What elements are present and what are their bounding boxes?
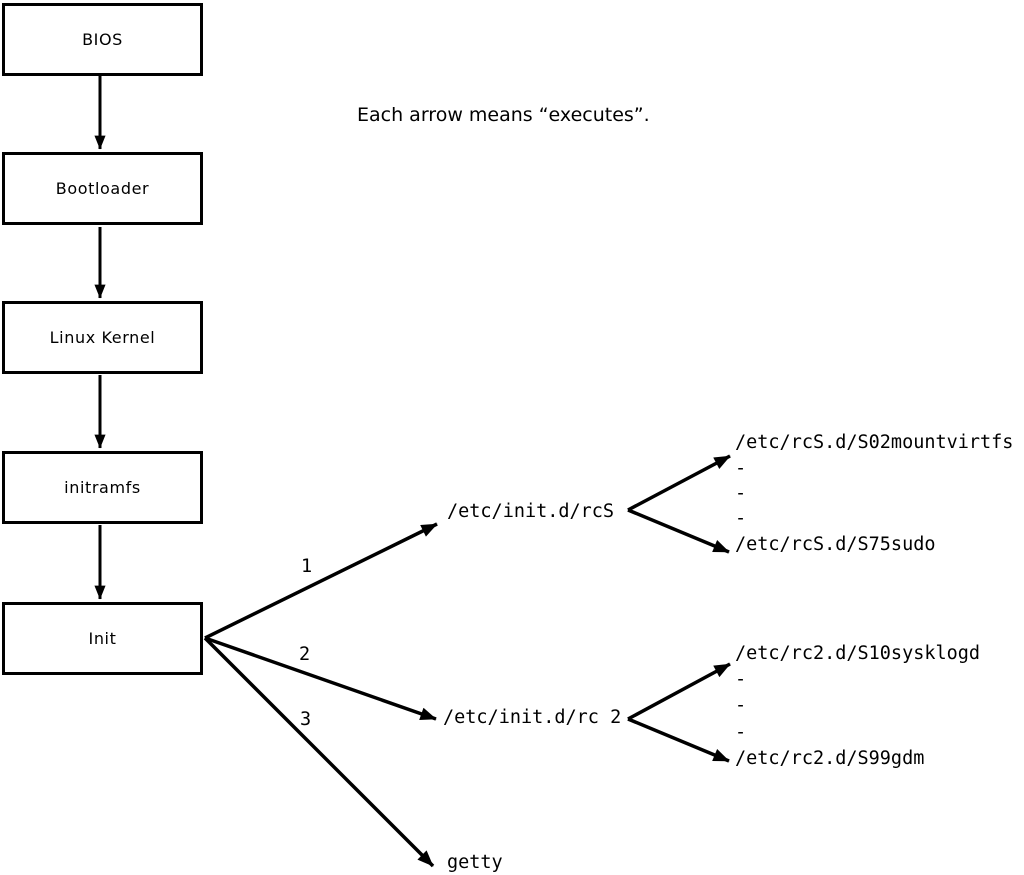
target-rc2: /etc/init.d/rc 2 [443,707,622,728]
rcs-script-item: /etc/rcS.d/S75sudo [735,533,936,555]
rcs-script-item: - [735,508,747,530]
arrow-init-to-rc2 [204,636,437,721]
node-bootloader: Bootloader [2,152,203,225]
node-init-label: Init [88,629,117,648]
rcs-script-item: - [735,457,747,479]
rcs-scripts-list: /etc/rcS.d/S02mountvirtfs - - - /etc/rcS… [735,430,1013,557]
arrow-init-to-getty [203,636,435,868]
node-init: Init [2,602,203,675]
target-rcs: /etc/init.d/rcS [447,501,615,522]
rc2-script-item: /etc/rc2.d/S10sysklogd [735,642,981,664]
node-initramfs: initramfs [2,451,203,524]
arrow-rc2-to-s10sysklogd [627,662,731,721]
rcs-script-item: /etc/rcS.d/S02mountvirtfs [735,432,1014,454]
node-initramfs-label: initramfs [64,478,141,497]
node-bootloader-label: Bootloader [55,179,150,198]
node-bios-label: BIOS [82,30,123,49]
arrow-label-1: 1 [301,556,313,577]
arrow-init-to-rcs [204,522,438,640]
arrow-rcs-to-s75sudo [627,508,730,554]
rc2-script-item: /etc/rc2.d/S99gdm [735,747,925,769]
node-linux-kernel-label: Linux Kernel [49,328,156,347]
rc2-script-item: - [735,695,747,717]
rc2-script-item: - [735,668,747,690]
legend-text: Each arrow means “executes”. [357,104,650,126]
rc2-scripts-list: /etc/rc2.d/S10sysklogd - - - /etc/rc2.d/… [735,640,980,771]
rcs-script-item: - [735,482,747,504]
node-bios: BIOS [2,3,203,76]
arrow-rc2-to-s99gdm [627,717,730,763]
arrow-label-3: 3 [300,709,312,730]
arrow-rcs-to-s02mountvirtfs [627,454,731,512]
target-getty: getty [447,852,503,873]
rc2-script-item: - [735,721,747,743]
arrow-label-2: 2 [299,644,311,665]
node-linux-kernel: Linux Kernel [2,301,203,374]
